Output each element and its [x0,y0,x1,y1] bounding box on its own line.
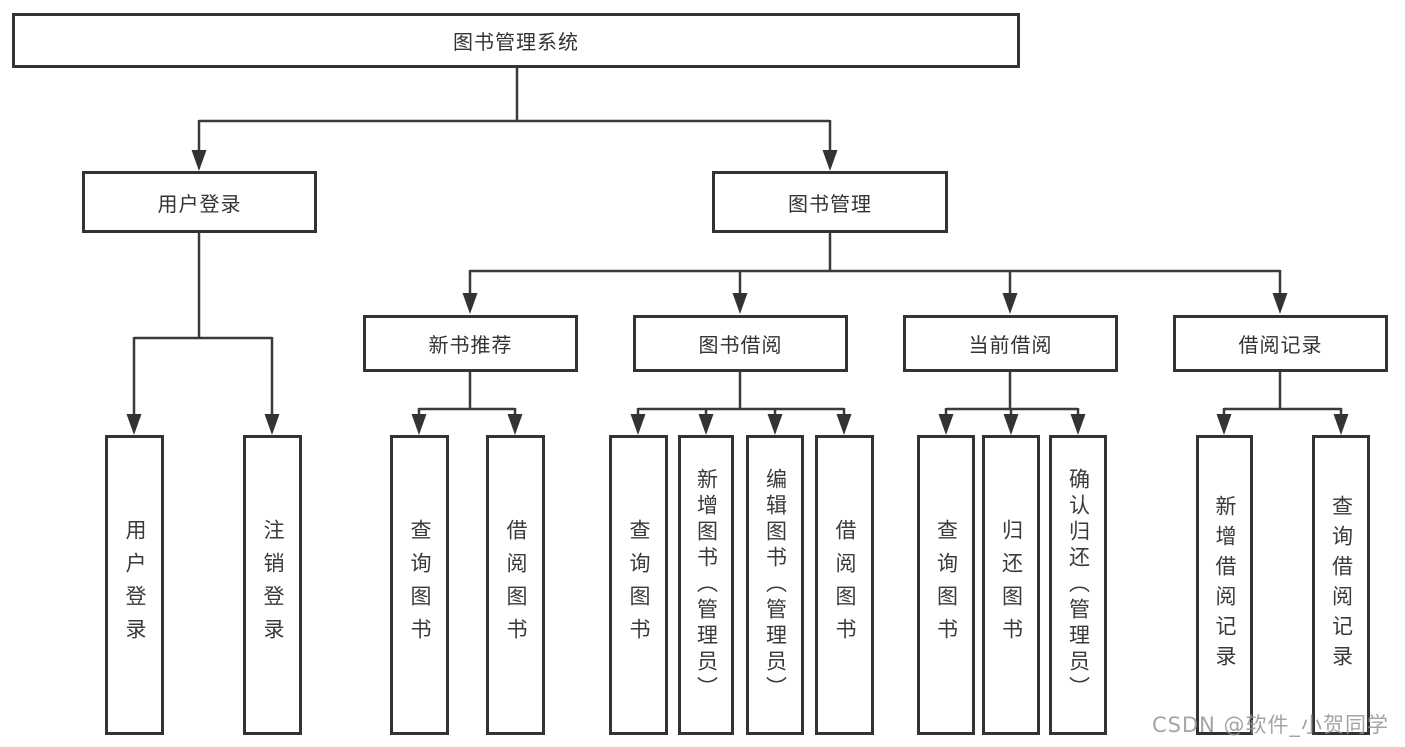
leaf-label: 查询图书 [934,519,959,651]
leaf-label: 新增图书（管理员） [694,468,719,702]
leaf-add-books-admin: 新增图书（管理员） [678,435,734,735]
leaf-label: 查询图书 [627,519,651,651]
node-label: 新书推荐 [428,333,513,357]
leaf-label: 新增借阅记录 [1213,495,1237,675]
node-user-login: 用户登录 [82,171,317,233]
leaf-user-login: 用户登录 [105,435,164,735]
node-borrowing-records: 借阅记录 [1173,315,1388,372]
leaf-query-books-current: 查询图书 [917,435,975,735]
leaf-query-books-borrowing: 查询图书 [609,435,668,735]
node-new-book-recommend: 新书推荐 [363,315,578,372]
leaf-label: 借阅图书 [833,519,857,651]
node-label: 借阅记录 [1238,333,1323,357]
node-label: 图书管理系统 [453,30,579,54]
leaf-query-borrow-record: 查询借阅记录 [1312,435,1370,735]
leaf-logout: 注销登录 [243,435,302,735]
leaf-label: 查询图书 [408,519,432,651]
node-book-borrowing: 图书借阅 [633,315,848,372]
leaf-label: 确认归还（管理员） [1066,468,1091,702]
leaf-borrow-books: 借阅图书 [815,435,874,735]
node-book-management: 图书管理 [712,171,948,233]
leaf-label: 借阅图书 [504,519,528,651]
leaf-label: 编辑图书（管理员） [763,468,788,702]
node-label: 用户登录 [157,191,242,216]
csdn-watermark: CSDN @软件_小贺同学 [1152,713,1390,737]
leaf-add-borrow-record: 新增借阅记录 [1196,435,1253,735]
leaf-label: 归还图书 [999,519,1024,651]
node-label: 图书管理 [788,191,872,216]
leaf-label: 注销登录 [261,519,285,651]
node-root-library-system: 图书管理系统 [12,13,1020,68]
node-current-borrowing: 当前借阅 [903,315,1118,372]
leaf-edit-books-admin: 编辑图书（管理员） [746,435,804,735]
leaf-label: 用户登录 [123,519,147,651]
node-label: 图书借阅 [698,333,783,357]
leaf-return-books: 归还图书 [982,435,1040,735]
leaf-confirm-return-admin: 确认归还（管理员） [1049,435,1107,735]
leaf-label: 查询借阅记录 [1329,495,1354,675]
leaf-query-books-recommend: 查询图书 [390,435,449,735]
leaf-borrow-books-recommend: 借阅图书 [486,435,545,735]
node-label: 当前借阅 [968,333,1053,357]
